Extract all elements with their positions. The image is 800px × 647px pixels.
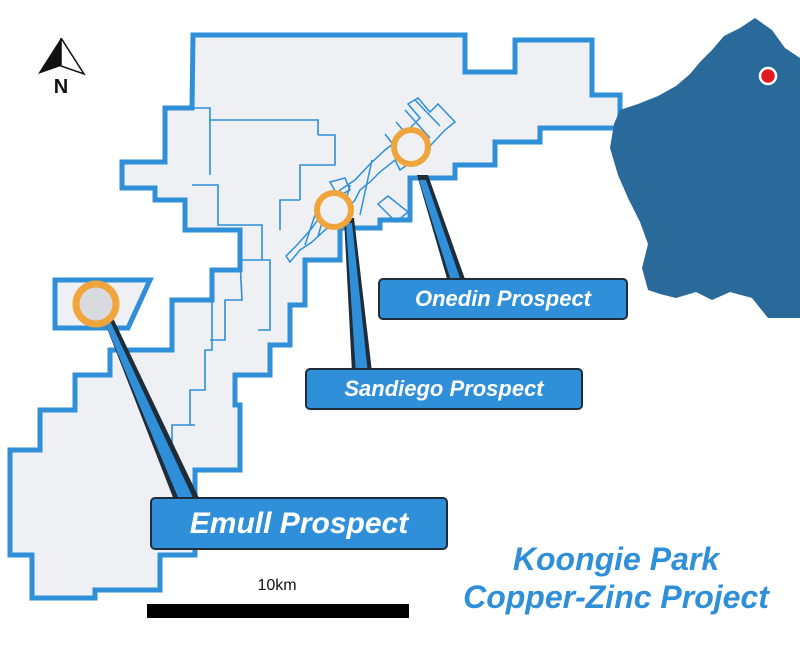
north-arrow-icon [38, 38, 86, 76]
inset-map-western-australia [610, 18, 800, 318]
callout-label: Emull Prospect [189, 506, 409, 540]
scale-label: 10km [257, 577, 297, 594]
tenement-subdivisions [171, 107, 336, 470]
callout-emull-prospect[interactable]: Emull Prospect [150, 497, 448, 550]
callout-label: Sandiego Prospect [344, 376, 544, 401]
callout-onedin-prospect[interactable]: Onedin Prospect [378, 278, 628, 320]
callout-label: Onedin Prospect [414, 286, 592, 311]
project-title-line1: Koongie Park [512, 541, 720, 577]
north-label: N [53, 76, 69, 98]
project-title-line2: Copper-Zinc Project [463, 579, 769, 615]
project-title: Koongie Park Copper-Zinc Project [436, 540, 796, 616]
callout-pointers [103, 175, 466, 502]
prospect-ring-onedin[interactable] [391, 127, 431, 167]
callout-sandiego-prospect[interactable]: Sandiego Prospect [305, 368, 583, 410]
location-marker-icon [758, 66, 778, 86]
prospect-ring-emull[interactable] [72, 280, 120, 328]
scale-bar [147, 604, 409, 618]
prospect-ring-sandiego[interactable] [314, 190, 354, 230]
